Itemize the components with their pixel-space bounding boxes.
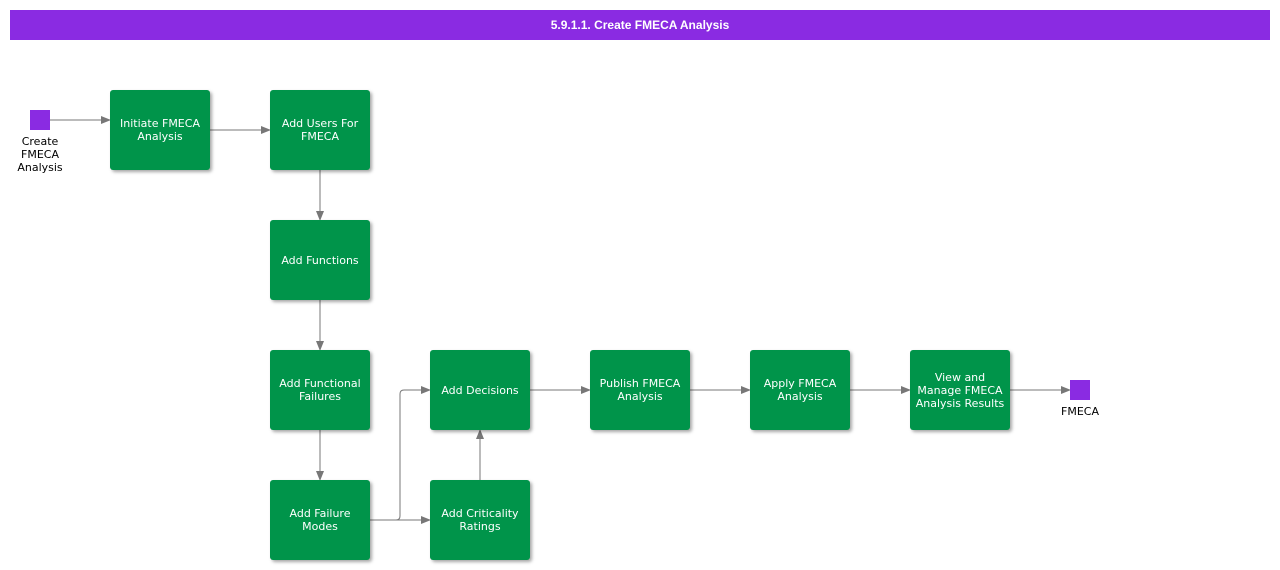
start-event-marker — [30, 110, 50, 130]
step-add-users-for-fmeca[interactable]: Add Users For FMECA — [270, 90, 370, 170]
step-add-criticality-ratings[interactable]: Add Criticality Ratings — [430, 480, 530, 560]
step-view-and-manage-fmeca-analysis-results[interactable]: View and Manage FMECA Analysis Results — [910, 350, 1010, 430]
step-apply-fmeca-analysis[interactable]: Apply FMECA Analysis — [750, 350, 850, 430]
start-event-label: Create FMECA Analysis — [17, 135, 63, 174]
step-add-functional-failures[interactable]: Add Functional Failures — [270, 350, 370, 430]
step-add-decisions[interactable]: Add Decisions — [430, 350, 530, 430]
diagram-title: 5.9.1.1. Create FMECA Analysis — [10, 10, 1270, 40]
step-add-functions[interactable]: Add Functions — [270, 220, 370, 300]
end-event-label: FMECA — [1061, 405, 1099, 418]
step-publish-fmeca-analysis[interactable]: Publish FMECA Analysis — [590, 350, 690, 430]
step-add-failure-modes[interactable]: Add Failure Modes — [270, 480, 370, 560]
step-initiate-fmeca-analysis[interactable]: Initiate FMECA Analysis — [110, 90, 210, 170]
connector-failure-modes-to-decisions — [370, 386, 431, 521]
end-event-marker — [1070, 380, 1090, 400]
